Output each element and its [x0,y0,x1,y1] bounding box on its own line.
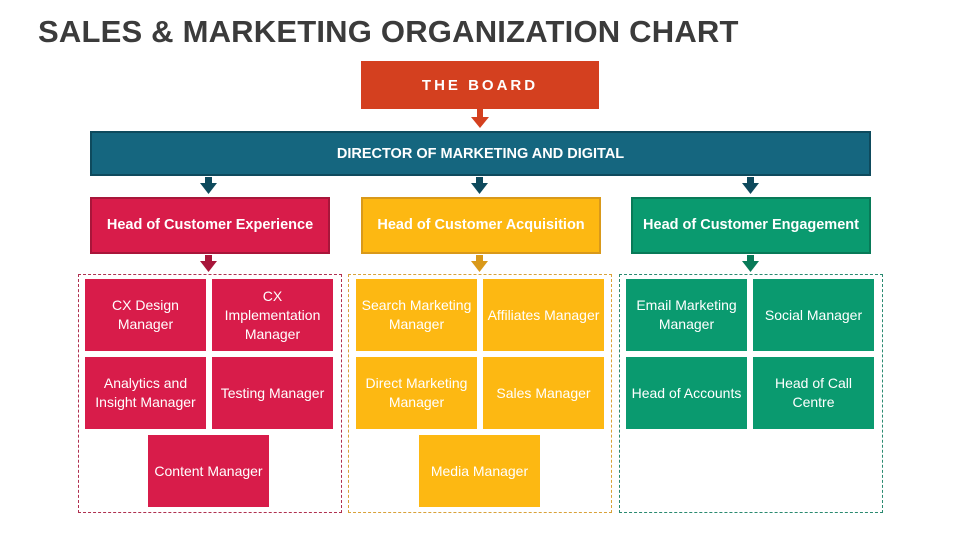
head-customer-acquisition: Head of Customer Acquisition [361,197,601,254]
role-testing-manager: Testing Manager [212,357,333,429]
role-content-manager: Content Manager [148,435,269,507]
arrow-director-to-experience [200,177,217,194]
role-search-marketing-manager: Search Marketing Manager [356,279,477,351]
role-head-of-call-centre: Head of Call Centre [753,357,874,429]
experience-team-group [78,274,342,513]
arrow-director-to-engagement [742,177,759,194]
role-affiliates-manager: Affiliates Manager [483,279,604,351]
role-email-marketing-manager: Email Marketing Manager [626,279,747,351]
arrow-experience-to-team [200,255,217,272]
role-analytics-insight-manager: Analytics and Insight Manager [85,357,206,429]
role-social-manager: Social Manager [753,279,874,351]
head-customer-experience: Head of Customer Experience [90,197,330,254]
head-customer-engagement: Head of Customer Engagement [631,197,871,254]
role-media-manager: Media Manager [419,435,540,507]
director-box: DIRECTOR OF MARKETING AND DIGITAL [90,131,871,176]
arrow-engagement-to-team [742,255,759,272]
page-title: SALES & MARKETING ORGANIZATION CHART [38,14,739,49]
board-box: THE BOARD [361,61,599,109]
arrow-acquisition-to-team [471,255,488,272]
role-sales-manager: Sales Manager [483,357,604,429]
arrow-board-to-director [471,109,489,128]
acquisition-team-group [348,274,612,513]
role-direct-marketing-manager: Direct Marketing Manager [356,357,477,429]
arrow-director-to-acquisition [471,177,488,194]
engagement-team-group [619,274,883,513]
role-cx-design-manager: CX Design Manager [85,279,206,351]
role-cx-implementation-manager: CX Implementation Manager [212,279,333,351]
role-head-of-accounts: Head of Accounts [626,357,747,429]
